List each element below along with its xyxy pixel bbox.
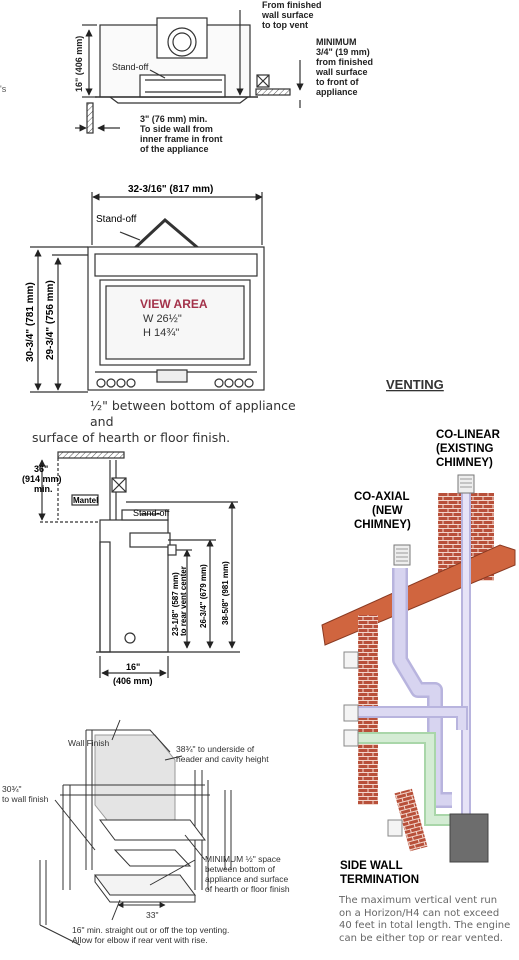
front-note-line-2: surface of hearth or floor finish. xyxy=(32,430,231,445)
coaxial-label-2: (NEW xyxy=(372,505,403,517)
min-space-label-1: MINIMUM ½" space xyxy=(205,854,281,864)
top-depth-label: 16" (406 mm) xyxy=(74,36,84,92)
front-standoff-label: Stand-off xyxy=(96,214,137,225)
bottom-note-2: Allow for elbow if rear vent with rise. xyxy=(72,935,208,945)
top-minimum-label-2: 3/4" (19 mm) xyxy=(316,47,370,57)
colinear-label-1: CO-LINEAR xyxy=(436,429,501,441)
top-minimum-label-4: wall surface xyxy=(315,67,368,77)
top-minimum-label-3: from finished xyxy=(316,57,373,67)
top-finished-label-1: From finished xyxy=(262,0,322,10)
underside-label-1: 38¾" to underside of xyxy=(176,744,255,754)
top-side-label-2: To side wall from xyxy=(140,124,213,134)
left-finish-label-1: 30¾" xyxy=(2,784,22,794)
front-view-diagram xyxy=(30,192,265,393)
colinear-label-2: (EXISTING xyxy=(436,443,494,455)
front-height-2-label: 29-3/4" (756 mm) xyxy=(45,280,56,360)
top-view-labels: 16" (406 mm) Stand-off From finished wal… xyxy=(0,0,373,154)
mantel-label: Mantel xyxy=(73,496,98,505)
top-view-diagram xyxy=(75,10,304,134)
engine-box xyxy=(449,813,489,863)
top-side-label-3: inner frame in front xyxy=(140,134,223,144)
front-note: ½" between bottom of appliance and surfa… xyxy=(32,398,302,446)
view-area-height: H 14¾" xyxy=(143,327,179,339)
venting-paragraph: The maximum vertical vent run on a Horiz… xyxy=(339,895,519,945)
view-area-width: W 26½" xyxy=(143,313,182,325)
venting-paragraph-line-4: can be either top or rear vented. xyxy=(339,932,503,944)
side-height-3-label: 38-5/8" (981 mm) xyxy=(221,561,230,625)
top-minimum-label-1: MINIMUM xyxy=(316,37,357,47)
side-width-label-2: (406 mm) xyxy=(113,676,153,686)
side-height-2-label: 26-3/4" (679 mm) xyxy=(199,564,208,628)
left-finish-label-2: to wall finish xyxy=(2,794,49,804)
framing-diagram xyxy=(39,719,232,946)
side-36-label-1: 36" xyxy=(34,464,48,474)
venting-paragraph-line-1: The maximum vertical vent run xyxy=(339,895,498,906)
side-36-label-2: (914 mm) xyxy=(22,474,62,484)
sidewall-label-2: TERMINATION xyxy=(340,874,419,886)
colinear-label-3: CHIMNEY) xyxy=(436,457,493,469)
wall-finish-label: Wall Finish xyxy=(68,738,110,748)
side-standoff-label: Stand-off xyxy=(133,508,170,518)
top-side-label-1: 3" (76 mm) min. xyxy=(140,114,207,124)
side-width-label-1: 16" xyxy=(126,662,140,672)
coaxial-label-3: CHIMNEY) xyxy=(354,519,411,531)
dim-33-label: 33" xyxy=(146,910,158,920)
underside-label-2: header and cavity height xyxy=(176,754,269,764)
venting-title: VENTING xyxy=(386,377,444,392)
top-finished-label-3: to top vent xyxy=(262,20,308,30)
min-space-label-4: of hearth or floor finish xyxy=(205,884,290,894)
min-space-label-3: appliance and surface xyxy=(205,874,288,884)
venting-diagram xyxy=(321,474,516,863)
view-area-title: VIEW AREA xyxy=(140,297,208,311)
front-width-label: 32-3/16" (817 mm) xyxy=(128,184,213,195)
venting-labels: VENTING CO-LINEAR (EXISTING CHIMNEY) CO-… xyxy=(340,377,501,886)
top-standoff-label: Stand-off xyxy=(112,62,149,72)
front-note-line-1: ½" between bottom of appliance and xyxy=(90,398,296,429)
side-36-label-3: min. xyxy=(34,484,53,494)
side-view-labels: 36" (914 mm) min. Mantel Stand-off 23-1/… xyxy=(22,464,230,686)
roof xyxy=(321,544,516,646)
bottom-note-1: 16" min. straight out or off the top ven… xyxy=(72,925,229,935)
top-finished-label-2: wall surface xyxy=(261,10,314,20)
side-vent-center-label-2: to rear vent center xyxy=(179,566,188,636)
side-vent-center-label: 23-1/8" (587 mm) xyxy=(171,572,180,636)
side-view-diagram xyxy=(38,451,240,678)
venting-paragraph-line-3: 40 feet in total length. The engine xyxy=(339,920,511,931)
framing-labels: Wall Finish 38¾" to underside of header … xyxy=(2,738,290,945)
venting-paragraph-line-2: on a Horizon/H4 can not exceed xyxy=(339,907,500,919)
coaxial-label-1: CO-AXIAL xyxy=(354,491,410,503)
top-minimum-label-5: to front of xyxy=(316,77,359,87)
front-view-labels: 32-3/16" (817 mm) Stand-off 30-3/4" (781… xyxy=(25,184,213,362)
sidewall-label-1: SIDE WALL xyxy=(340,860,403,872)
top-minimum-label-6: appliance xyxy=(316,87,358,97)
edge-fragment: 's xyxy=(0,84,7,94)
front-height-1-label: 30-3/4" (781 mm) xyxy=(25,282,36,362)
top-side-label-4: of the appliance xyxy=(140,144,209,154)
min-space-label-2: between bottom of xyxy=(205,864,276,874)
